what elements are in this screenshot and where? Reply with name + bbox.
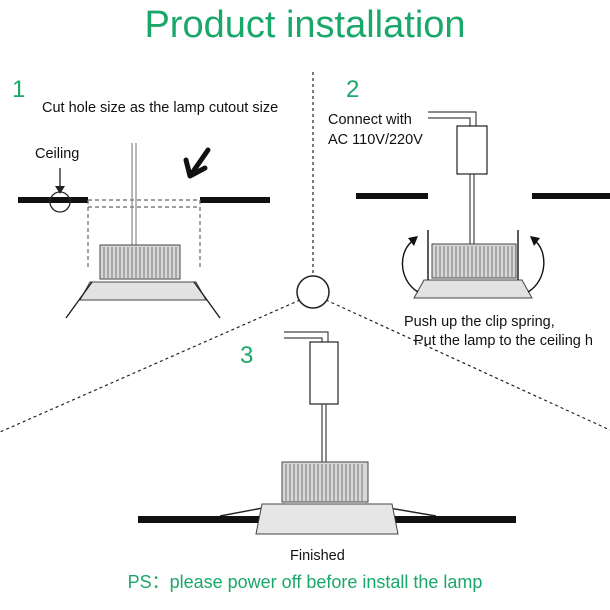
step2-number: 2	[346, 76, 360, 103]
step1-illustration	[18, 143, 270, 319]
step1-clip-right	[193, 281, 221, 319]
divider-center-circle	[296, 275, 330, 309]
step1-caption: Cut hole size as the lamp cutout size	[42, 100, 279, 116]
step1-lamp-body	[79, 281, 207, 301]
step1-ceiling-label: Ceiling	[35, 146, 80, 162]
step2-rotate-arrowhead-left	[408, 236, 418, 246]
step1-heatsink-fins	[103, 247, 177, 278]
step3-heatsink	[281, 461, 369, 503]
step3-heatsink-fins	[285, 464, 363, 501]
step1-ceiling-left	[18, 197, 88, 203]
page-title: Product installation	[144, 4, 466, 46]
step2-rotate-arrowhead-right	[530, 236, 540, 246]
step2-rotate-arrow-left	[401, 239, 419, 293]
step2-ceiling-right	[532, 193, 610, 199]
step3-ceiling-right	[392, 516, 516, 523]
step3-ceiling-left	[138, 516, 262, 523]
step2-wire-in	[428, 111, 477, 126]
step2-note-line1: Push up the clip spring,	[404, 314, 555, 330]
step3-wire-in	[284, 331, 329, 342]
step2-heatsink-fins	[435, 246, 513, 277]
step1-number: 1	[12, 76, 26, 103]
step2-driver	[456, 125, 488, 175]
step3-number: 3	[240, 342, 254, 369]
ps-warning-note: PS：please power off before install the l…	[127, 572, 483, 592]
step1-clip-left	[65, 281, 93, 319]
step1-ceiling-right	[200, 197, 270, 203]
step1-pointer-arrow	[183, 147, 211, 179]
step2-lamp-body	[413, 279, 533, 299]
step2-rotate-arrow-right	[527, 239, 545, 293]
step3-lamp-body	[255, 503, 399, 535]
step3-illustration	[138, 331, 516, 535]
step2-note-line2: Put the lamp to the ceiling h	[414, 333, 593, 349]
divider-right-diagonal	[325, 299, 610, 431]
step2-heatsink	[431, 243, 517, 279]
step2-caption-line1: Connect with	[328, 112, 412, 128]
step1-ceiling-arrowhead	[55, 186, 65, 194]
step3-caption: Finished	[290, 548, 345, 564]
divider-left-diagonal	[0, 299, 301, 433]
step3-driver	[309, 341, 339, 405]
step2-illustration	[356, 111, 610, 299]
step2-caption-line2: AC 110V/220V	[328, 132, 423, 148]
step2-ceiling-left	[356, 193, 428, 199]
